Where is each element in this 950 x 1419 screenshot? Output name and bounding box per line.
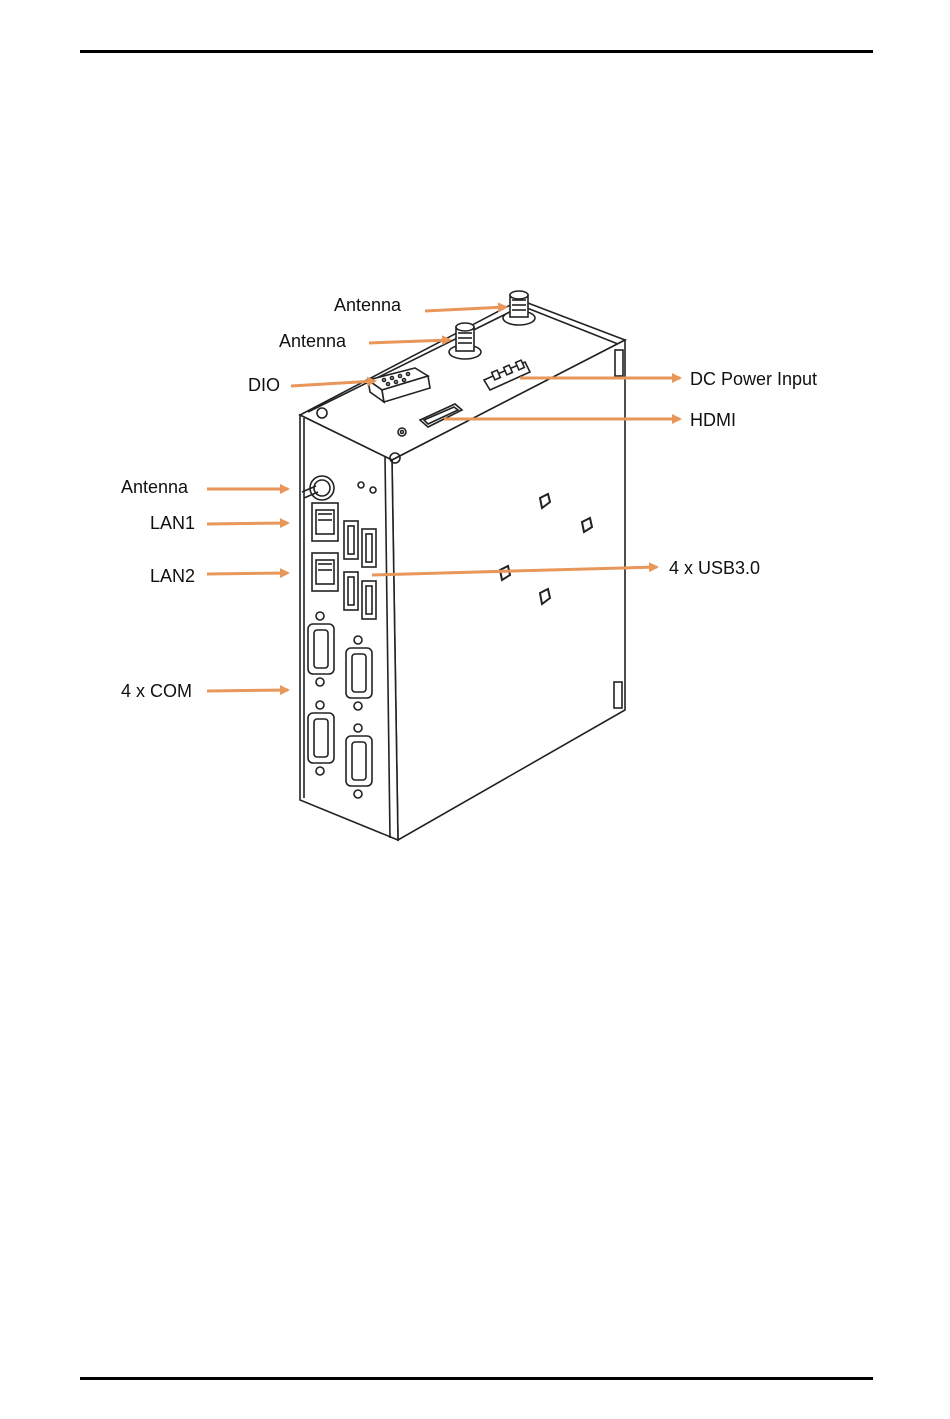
label-dc-power-input: DC Power Input bbox=[690, 369, 817, 389]
label-hdmi: HDMI bbox=[690, 410, 736, 430]
arrow-lan1 bbox=[207, 523, 288, 524]
arrow-antenna-top-right bbox=[425, 307, 506, 311]
label-antenna-front: Antenna bbox=[121, 477, 189, 497]
label-dio: DIO bbox=[248, 375, 280, 395]
label-com: 4 x COM bbox=[121, 681, 192, 701]
label-antenna-top-left: Antenna bbox=[279, 331, 347, 351]
label-lan2: LAN2 bbox=[150, 566, 195, 586]
arrow-lan2 bbox=[207, 573, 288, 574]
label-antenna-top-right: Antenna bbox=[334, 295, 402, 315]
label-usb: 4 x USB3.0 bbox=[669, 558, 760, 578]
lan2-port bbox=[312, 553, 338, 591]
lan1-port bbox=[312, 503, 338, 541]
label-lan1: LAN1 bbox=[150, 513, 195, 533]
arrow-com bbox=[207, 690, 288, 691]
